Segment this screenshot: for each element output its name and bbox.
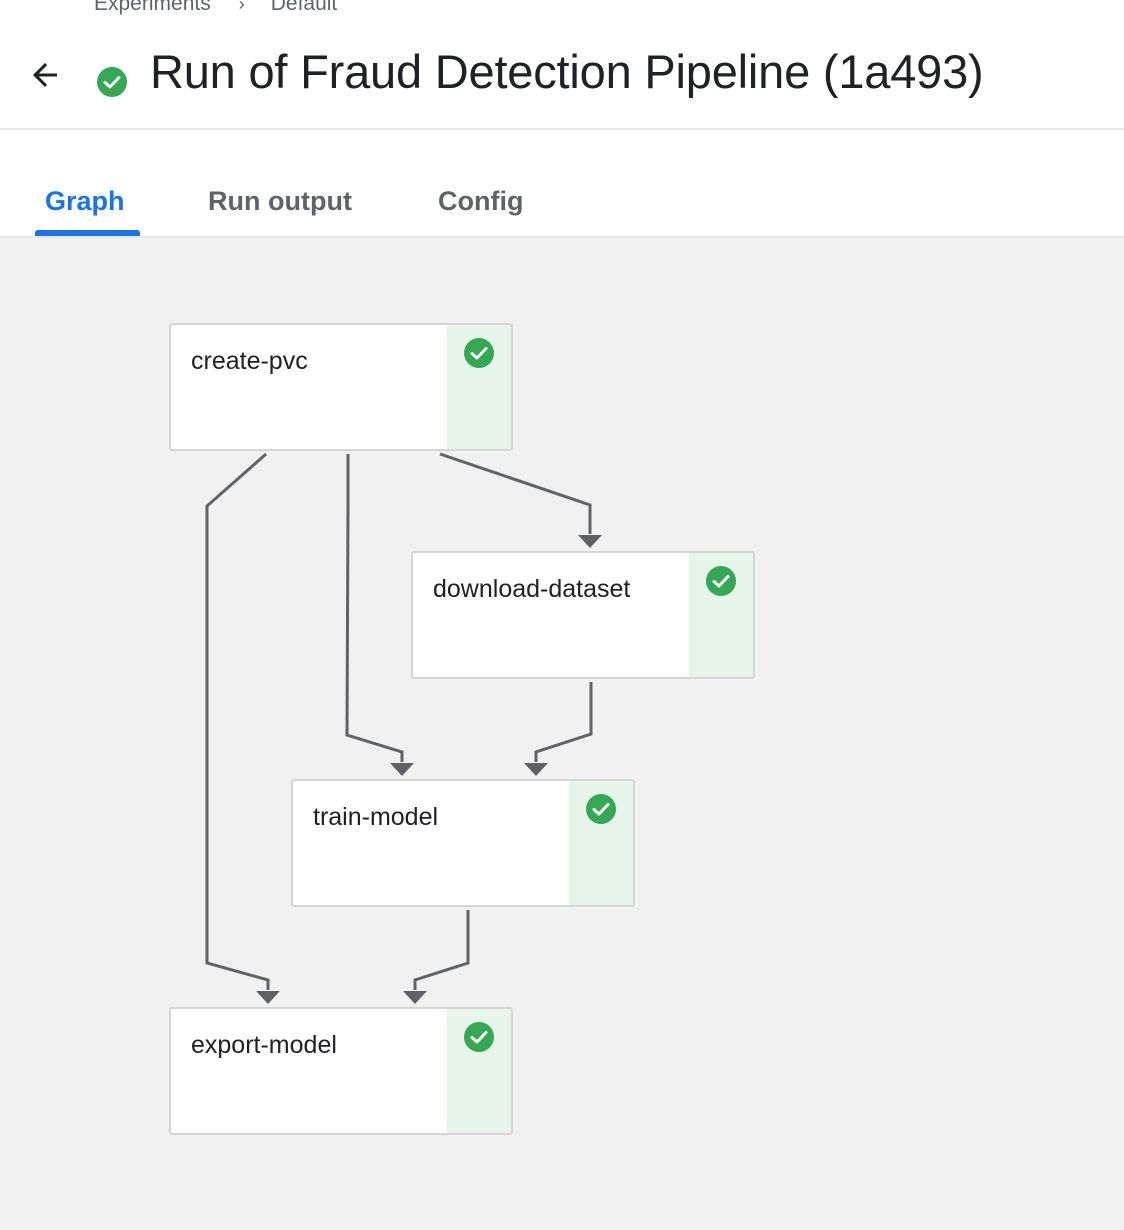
- check-circle-icon: [97, 67, 127, 97]
- title-row: Run of Fraud Detection Pipeline (1a493): [0, 40, 1124, 110]
- node-label: download-dataset: [433, 575, 631, 603]
- tab-config[interactable]: Config: [438, 186, 524, 216]
- graph-node-export-model[interactable]: export-model: [169, 1007, 513, 1135]
- header-divider: [0, 128, 1124, 130]
- breadcrumb: Experiments › Default: [94, 0, 337, 18]
- node-label: export-model: [191, 1031, 337, 1059]
- chevron-right-icon: ›: [238, 0, 245, 14]
- check-circle-icon: [464, 338, 494, 368]
- node-label: train-model: [313, 803, 439, 831]
- tab-run-output[interactable]: Run output: [208, 186, 352, 216]
- node-status-strip: [689, 553, 753, 677]
- breadcrumb-default-link[interactable]: Default: [270, 0, 338, 15]
- tab-graph[interactable]: Graph: [45, 186, 125, 216]
- node-status-strip: [447, 325, 511, 449]
- tabs-divider: [0, 236, 1124, 238]
- graph-node-create-pvc[interactable]: create-pvc: [169, 323, 513, 451]
- check-circle-icon: [706, 566, 736, 596]
- tab-bar: Graph Run output Config: [0, 130, 1124, 236]
- node-status-strip: [569, 781, 633, 905]
- active-tab-indicator: [35, 230, 140, 236]
- graph-node-train-model[interactable]: train-model: [291, 779, 635, 907]
- check-circle-icon: [464, 1022, 494, 1052]
- arrow-back-icon: [33, 63, 57, 87]
- page-title: Run of Fraud Detection Pipeline (1a493): [150, 45, 984, 98]
- node-label: create-pvc: [191, 347, 308, 375]
- back-button[interactable]: [22, 52, 68, 98]
- graph-node-download-dataset[interactable]: download-dataset: [411, 551, 755, 679]
- check-circle-icon: [586, 794, 616, 824]
- breadcrumb-experiments-link[interactable]: Experiments: [94, 0, 211, 15]
- node-status-strip: [447, 1009, 511, 1133]
